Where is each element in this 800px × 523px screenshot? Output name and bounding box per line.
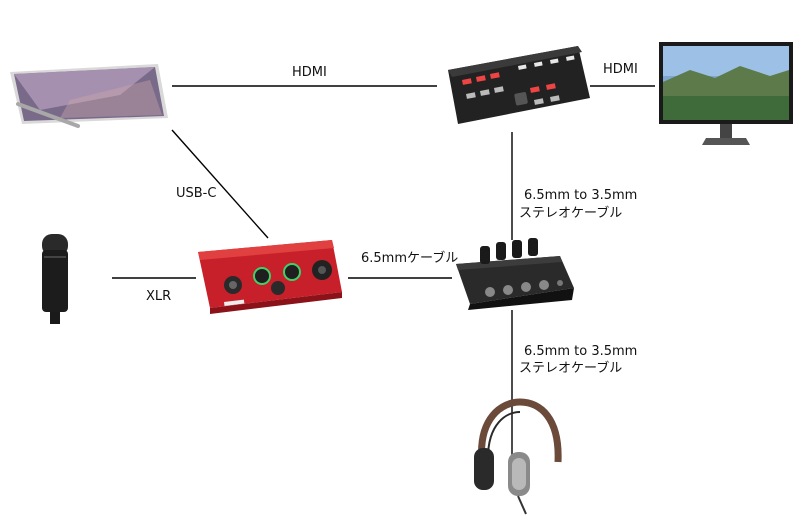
headphones-icon [474, 398, 562, 515]
hdmi-laptop-label: HDMI [292, 65, 327, 80]
headphone-amp-icon [456, 238, 574, 310]
usbc-line [171, 129, 269, 239]
usbc-label: USB-C [176, 186, 217, 201]
stereo-top-label-line1: 6.5mm to 3.5mm [524, 188, 638, 203]
laptop-icon [10, 64, 168, 128]
cable-65-label: 6.5mmケーブル [361, 251, 459, 266]
stereo-top-label-line2: ステレオケーブル [519, 206, 623, 221]
audio-interface-icon [198, 240, 342, 314]
video-switcher-icon [448, 46, 590, 124]
stereo-bottom-label-line1: 6.5mm to 3.5mm [524, 344, 638, 359]
monitor-icon [659, 42, 793, 145]
microphone-icon [42, 234, 68, 324]
stereo-bottom-label-line2: ステレオケーブル [519, 361, 623, 376]
xlr-label: XLR [146, 289, 172, 304]
hdmi-monitor-label: HDMI [603, 62, 638, 77]
